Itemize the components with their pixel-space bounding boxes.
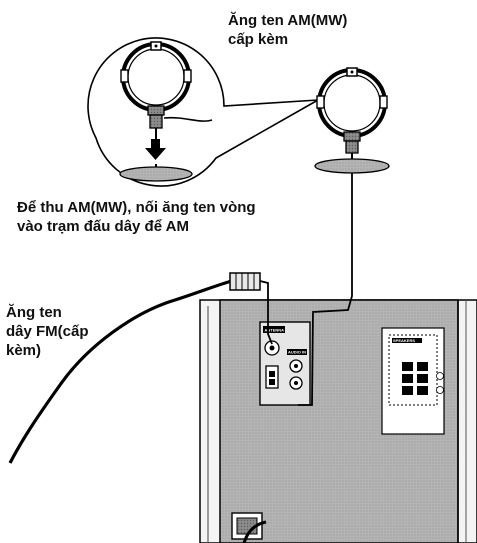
antenna-tag: ANTENNA [265, 327, 285, 332]
am-instruction-label: Để thu AM(MW), nối ăng ten vòng vào trạm… [17, 198, 256, 236]
am-antenna-label-line1: Ăng ten AM(MW) [228, 12, 348, 29]
am-antenna-wire [298, 173, 353, 406]
fm-antenna-label-line1: Ăng ten [6, 304, 62, 321]
power-socket [231, 512, 267, 543]
speakers-tag: SPEAKERS [393, 338, 415, 343]
fm-wire-antenna [8, 272, 273, 464]
speaker-terminal-block: SPEAKERS [381, 327, 445, 435]
am-instruction-line2: vào trạm đấu dây để AM [17, 218, 189, 235]
am-instruction-line1: Để thu AM(MW), nối ăng ten vòng [17, 199, 256, 216]
loop-antenna-closeup [120, 41, 213, 140]
antenna-base-closeup [119, 164, 193, 182]
audio-tag: AUDIO IN [288, 350, 306, 355]
am-antenna-label-line2: cấp kèm [228, 31, 289, 48]
fm-antenna-label-line3: kèm) [6, 342, 42, 359]
zoom-bubble [87, 37, 319, 187]
am-loop-antenna [314, 67, 390, 174]
fm-antenna-label: Ăng ten dây FM(cấp kèm) [6, 303, 89, 360]
am-antenna-label: Ăng ten AM(MW) cấp kèm [228, 11, 347, 49]
fm-antenna-label-line2: dây FM(cấp [6, 323, 89, 340]
insert-arrow-icon [145, 139, 166, 160]
